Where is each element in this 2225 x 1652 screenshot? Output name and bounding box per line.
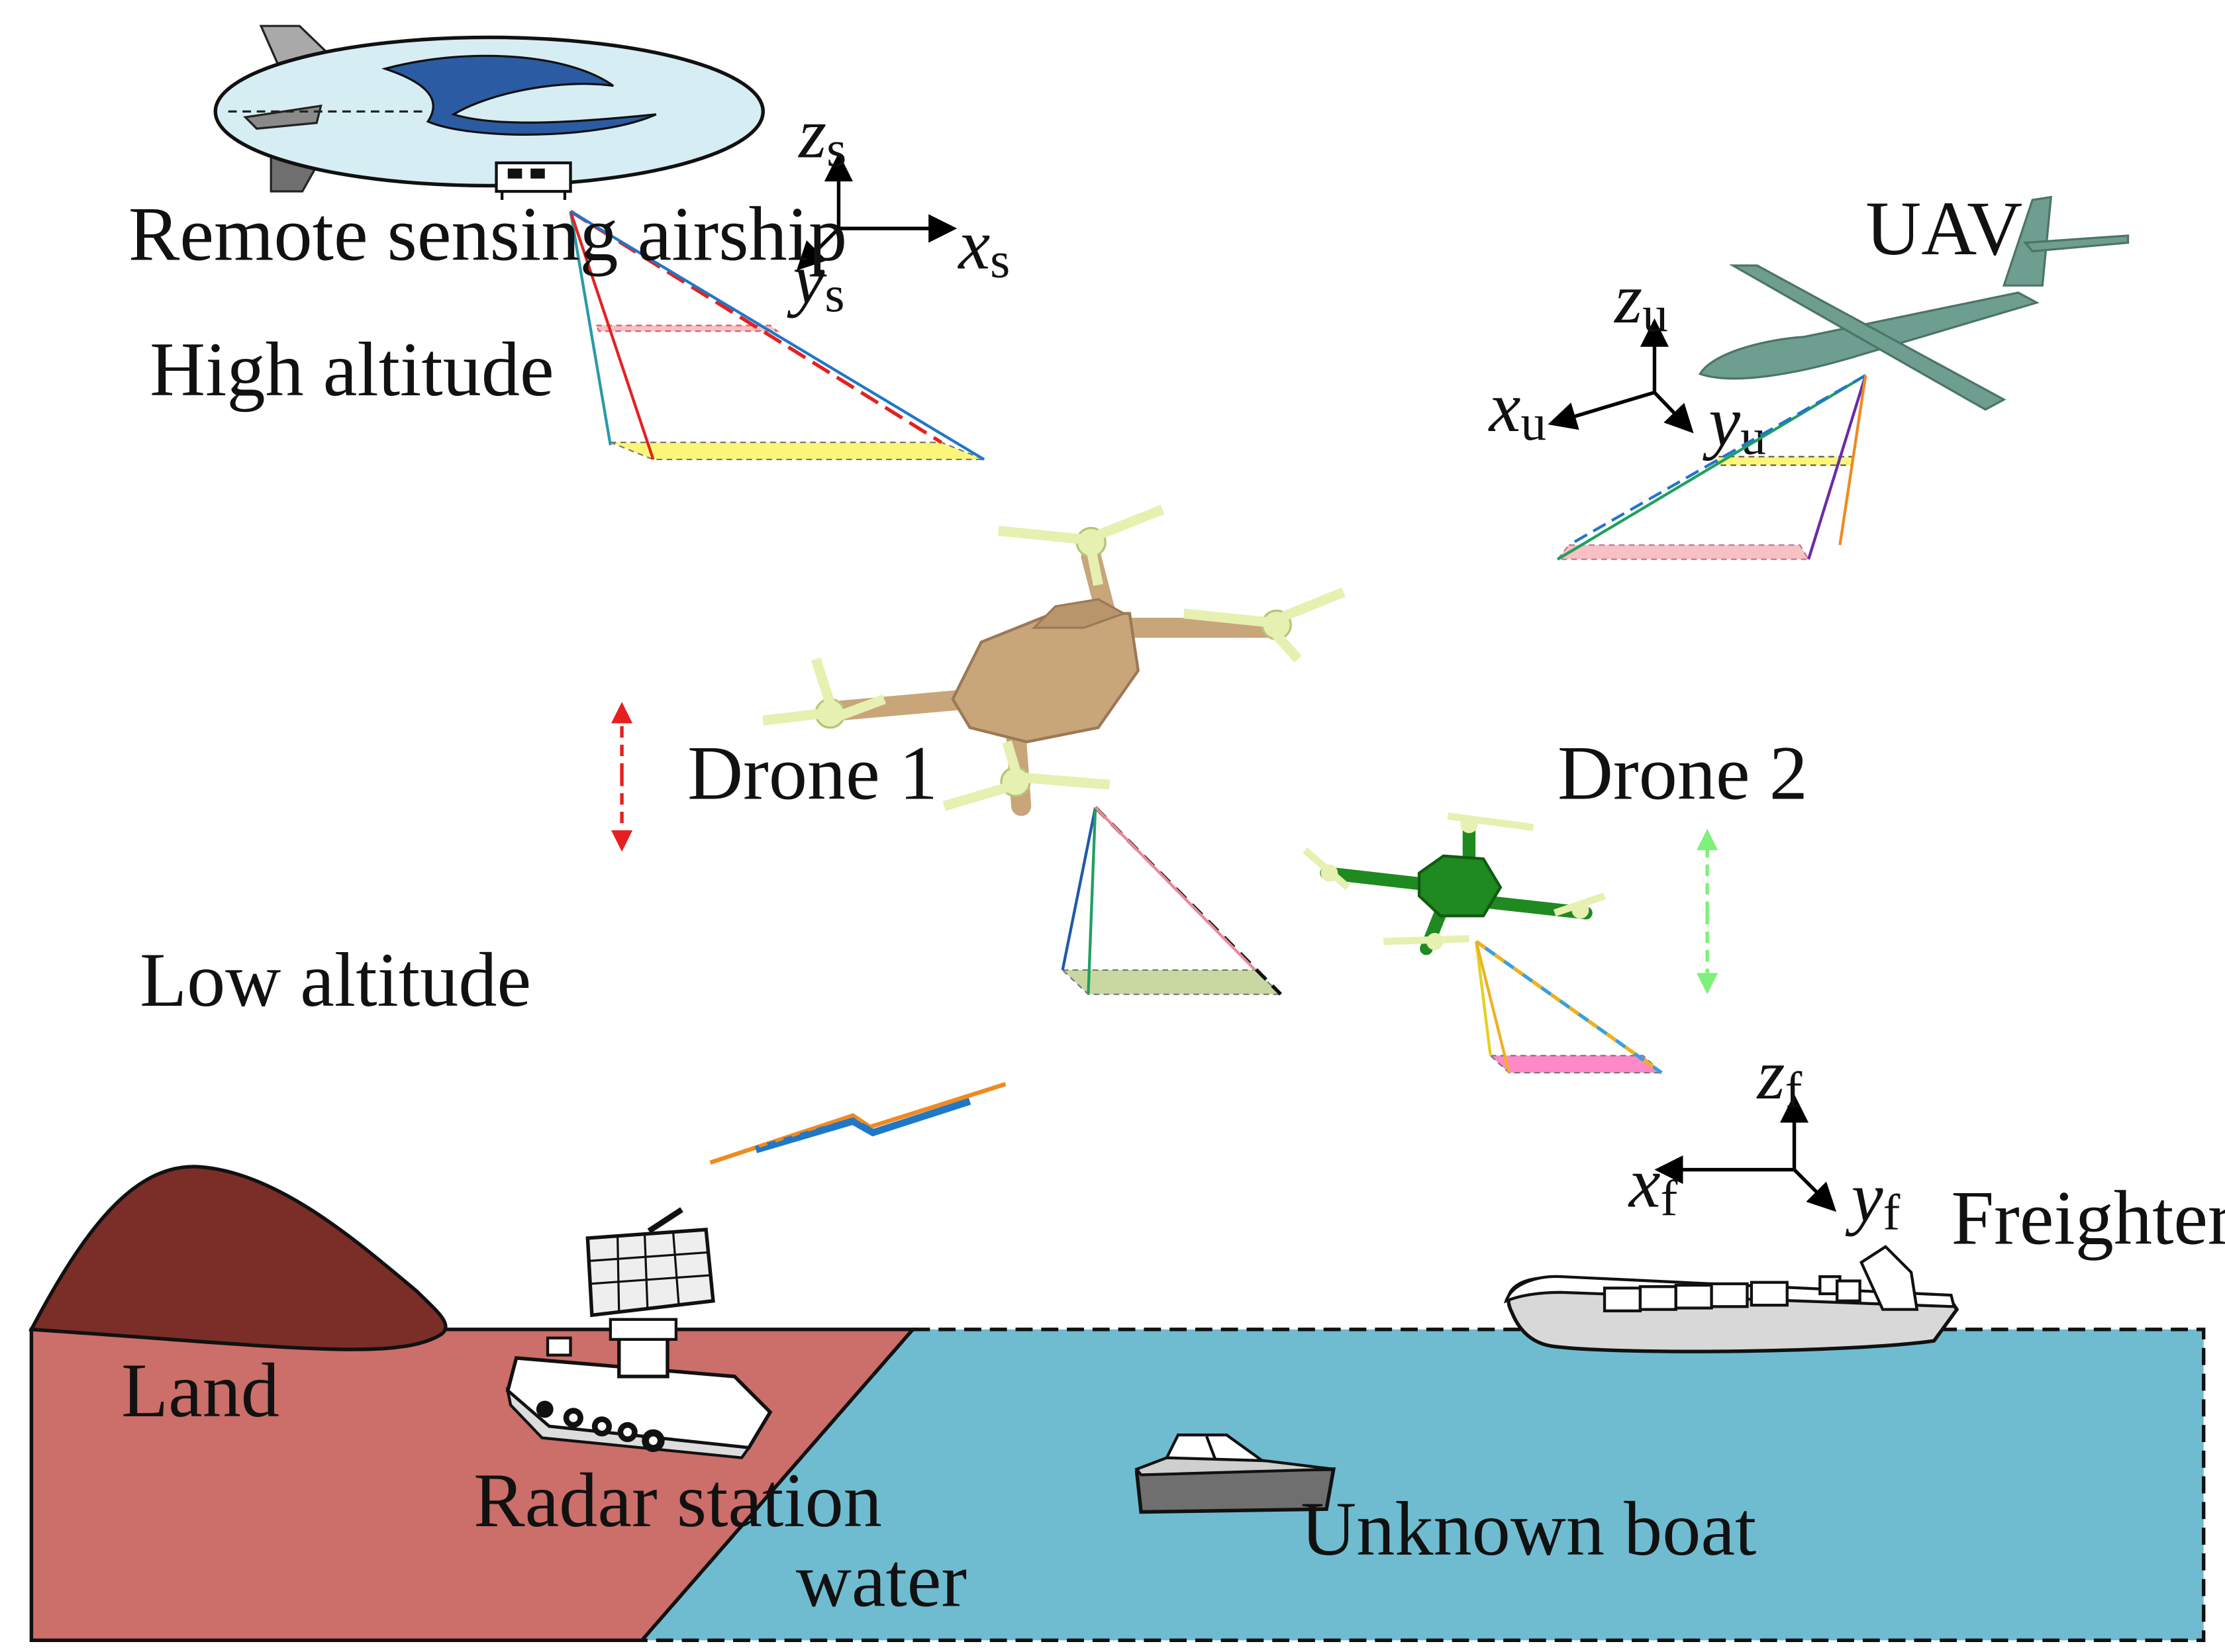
axis-x-s: xs xyxy=(957,205,1010,288)
hill xyxy=(28,1165,448,1351)
axis-x-f: xf xyxy=(1628,1144,1678,1227)
radar-label: Radar station xyxy=(473,1458,882,1543)
water-label: water xyxy=(796,1538,967,1624)
axis-y-u: yu xyxy=(1703,382,1766,465)
airship-axes: zs xs ys xyxy=(787,94,1011,322)
axis-z-f: zf xyxy=(1756,1036,1803,1118)
drone1-icon xyxy=(762,505,1346,816)
radar-station-icon xyxy=(505,1207,773,1459)
drone1-label: Drone 1 xyxy=(687,731,938,816)
airship-label: Remote sensing airship xyxy=(128,191,847,277)
ground xyxy=(28,1165,2206,1643)
boat-label: Unknown boat xyxy=(1301,1486,1756,1572)
axis-y-s: ys xyxy=(787,240,845,322)
airship-icon xyxy=(213,24,765,200)
axis-z-u: zu xyxy=(1613,260,1668,342)
axis-x-u: xu xyxy=(1488,368,1547,451)
freighter-axes: zf xf yf xyxy=(1628,1036,1901,1241)
drone2-label: Drone 2 xyxy=(1558,731,1808,816)
high-altitude-label: High altitude xyxy=(150,327,554,413)
boat-icon xyxy=(1134,1433,1336,1514)
drone1-sensing-frustum xyxy=(1060,806,1283,996)
freighter-label: Freighter xyxy=(1951,1176,2225,1261)
uav-axes: zu xu yu xyxy=(1488,260,1766,465)
freighter-icon xyxy=(1503,1245,1959,1353)
signal-icon xyxy=(709,1082,1007,1165)
uav-label: UAV xyxy=(1865,186,2022,271)
airship-sensing-frustum xyxy=(569,209,985,461)
drone2-icon xyxy=(1303,812,1606,955)
axis-z-s: zs xyxy=(797,94,846,177)
uav-icon xyxy=(1699,195,2130,411)
low-altitude-label: Low altitude xyxy=(140,938,531,1023)
land-label: Land xyxy=(121,1348,279,1433)
axis-y-f: yf xyxy=(1846,1158,1901,1241)
drone2-sensing-frustum xyxy=(1475,940,1663,1075)
uav-sensing-frustum xyxy=(1556,374,1867,561)
